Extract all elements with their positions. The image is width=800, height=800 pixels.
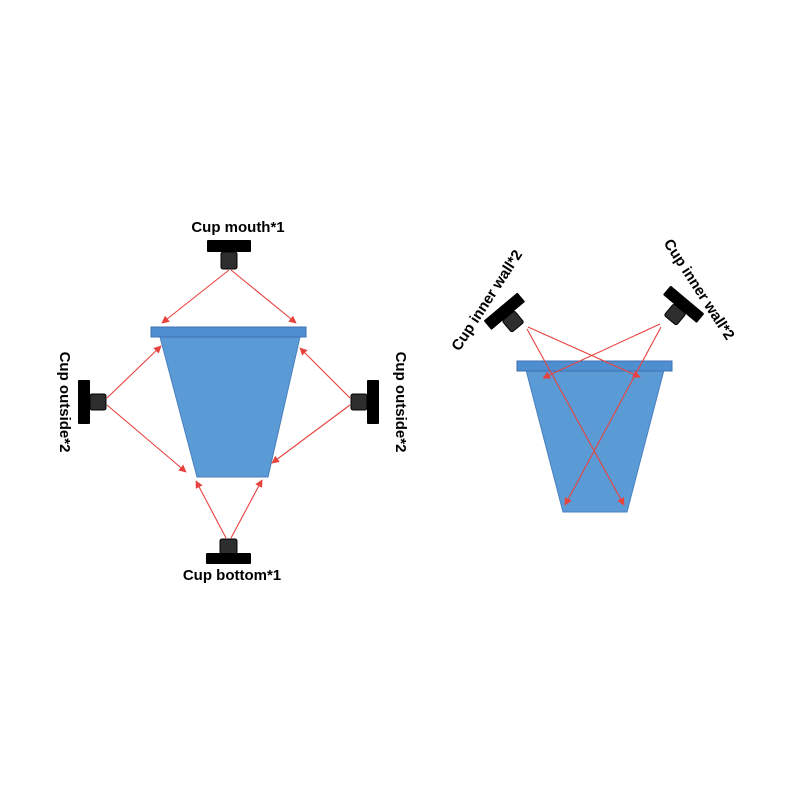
ray-mouth-right	[230, 269, 297, 324]
left-cup	[150, 326, 307, 478]
ray-inner-right-to-bottom	[564, 326, 662, 506]
camera-cup-bottom	[206, 538, 251, 564]
ray-inner-left-to-bottom	[526, 328, 625, 506]
left-cup-body	[159, 336, 301, 478]
left-rays	[106, 269, 351, 539]
right-rays	[526, 323, 662, 506]
ray-outside-left-top	[106, 345, 162, 399]
label-cup-mouth: Cup mouth*1	[191, 219, 284, 236]
right-cup-rim	[516, 360, 673, 372]
left-figure: Cup mouth*1 Cup bottom*1 Cup outside*2 C…	[56, 219, 409, 584]
ray-bottom-left	[195, 480, 227, 539]
ray-mouth-left	[161, 269, 230, 324]
ray-bottom-right	[230, 479, 263, 539]
right-cup-body	[525, 369, 665, 513]
camera-cup-mouth	[207, 240, 251, 270]
camera-cup-inner-wall-right	[663, 285, 704, 326]
ray-outside-right-top	[299, 347, 351, 399]
ray-outside-right-bottom	[271, 404, 351, 464]
label-cup-outside-left: Cup outside*2	[56, 352, 73, 453]
label-cup-outside-right: Cup outside*2	[392, 352, 409, 453]
label-cup-bottom: Cup bottom*1	[183, 567, 281, 584]
ray-inner-left-to-rim	[527, 326, 641, 378]
camera-cup-outside-right	[350, 380, 379, 424]
left-cup-rim	[150, 326, 307, 338]
ray-inner-right-to-rim	[542, 323, 661, 379]
camera-cup-outside-left	[78, 380, 107, 424]
ray-outside-left-bottom	[106, 404, 187, 473]
right-cup	[516, 360, 673, 513]
right-figure: Cup inner wall*2 Cup inner wall*2	[448, 236, 738, 513]
camera-cup-inner-wall-left	[484, 292, 525, 333]
